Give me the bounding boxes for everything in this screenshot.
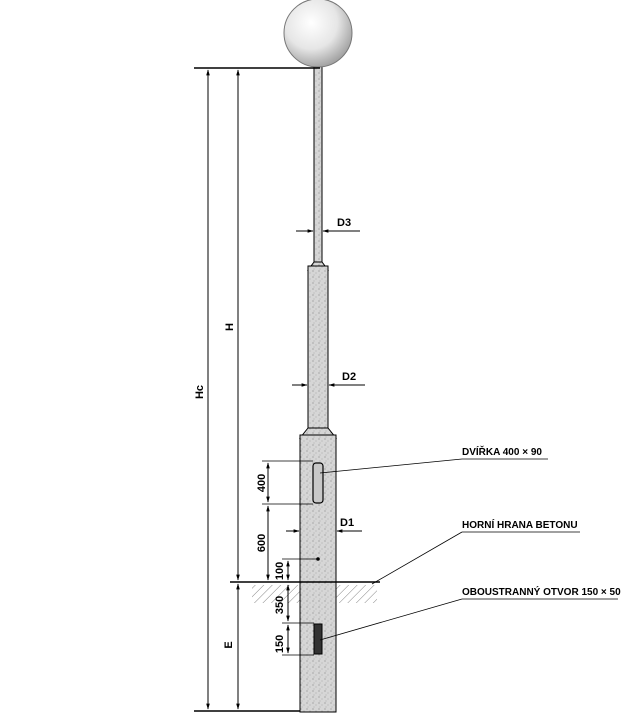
pole <box>298 65 338 713</box>
pole-door <box>312 462 324 504</box>
dim-label-350: 350 <box>274 596 286 614</box>
dim-label-150: 150 <box>274 635 286 653</box>
pole-cable-opening <box>313 623 323 655</box>
dim-label-h: H <box>224 323 236 331</box>
callout-door: DVÍŘKA 400 × 90 <box>462 445 542 458</box>
dim-label-100: 100 <box>274 562 286 580</box>
dim-label-e: E <box>223 641 235 648</box>
pole-top-segment <box>313 65 323 267</box>
dim-label-400: 400 <box>256 474 268 492</box>
dim-label-hc: Hc <box>194 385 206 399</box>
callout-concrete-edge: HORNÍ HRANA BETONU <box>462 518 578 531</box>
dim-label-d1: D1 <box>340 517 354 529</box>
lamp-globe <box>283 0 353 68</box>
dim-label-600: 600 <box>256 534 268 552</box>
dim-label-d3: D3 <box>337 217 351 229</box>
leader-concrete-edge <box>371 531 463 585</box>
leader-opening <box>319 598 463 641</box>
pole-middle-segment <box>307 265 329 432</box>
callout-opening: OBOUSTRANNÝ OTVOR 150 × 50 <box>462 585 621 598</box>
dim-label-d2: D2 <box>342 371 356 383</box>
leader-door <box>319 458 463 474</box>
